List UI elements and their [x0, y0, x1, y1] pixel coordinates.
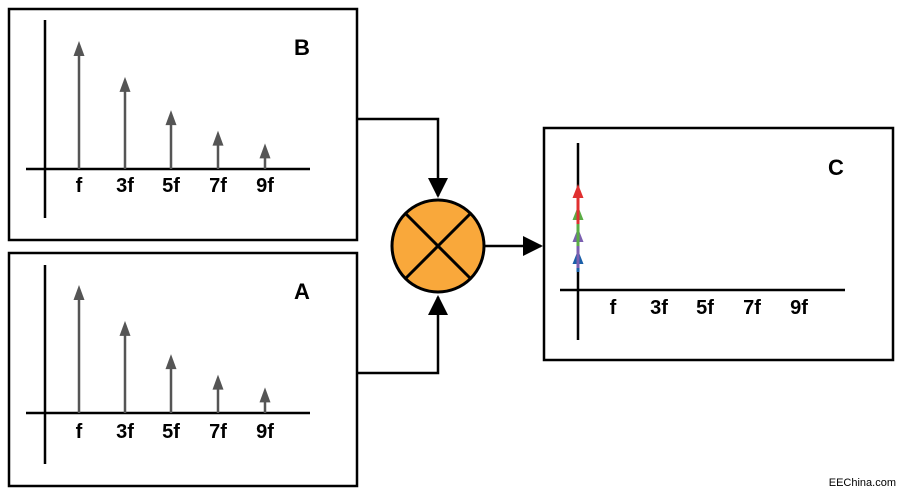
tick-label: 7f — [209, 421, 227, 443]
tick-label: 3f — [116, 421, 134, 443]
input-connectors — [357, 117, 448, 375]
panel-c-frame — [542, 126, 895, 362]
tick-label: 9f — [256, 175, 274, 197]
watermark: EEChina.com — [829, 477, 896, 489]
tick-label: 3f — [116, 175, 134, 197]
panel-b-label: B — [294, 35, 310, 60]
tick-label: 7f — [209, 175, 227, 197]
tick-label: 5f — [162, 421, 180, 443]
spectral-line-arrowhead — [119, 76, 131, 92]
tick-label: 9f — [256, 421, 274, 443]
panel-c-tick-labels: f 3f 5f 7f 9f — [610, 297, 809, 319]
tick-label: 3f — [650, 297, 668, 319]
panel-b: B f 3f 5f 7f 9f — [7, 7, 359, 242]
spectral-line-arrowhead — [73, 285, 85, 300]
spectral-line-arrowhead — [212, 374, 224, 390]
spectral-line-arrowhead — [259, 387, 271, 403]
tick-label: 5f — [696, 297, 714, 319]
mixer-symbol — [390, 198, 486, 294]
mixer-cross-line — [404, 212, 472, 280]
spectral-line-arrowhead — [165, 110, 177, 126]
connector-a-to-mixer — [357, 295, 448, 375]
panel-b-spectral-lines — [73, 41, 271, 169]
panel-a-tick-labels: f 3f 5f 7f 9f — [76, 421, 275, 443]
panel-c-dc-stack — [572, 184, 584, 272]
spectral-line-arrowhead — [165, 354, 177, 370]
panel-a-spectral-lines — [73, 285, 271, 413]
panel-a-frame — [7, 251, 359, 488]
spectral-line-arrowhead — [119, 320, 131, 336]
tick-label: 5f — [162, 175, 180, 197]
panel-b-frame — [7, 7, 359, 242]
spectral-line-arrowhead — [73, 41, 85, 56]
connector-b-to-mixer — [357, 117, 448, 198]
tick-label: 9f — [790, 297, 808, 319]
panel-a: A f 3f 5f 7f 9f — [7, 251, 359, 488]
tick-label: f — [610, 297, 617, 319]
panel-a-label: A — [294, 279, 310, 304]
tick-label: f — [76, 175, 83, 197]
tick-label: f — [76, 421, 83, 443]
tick-label: 7f — [743, 297, 761, 319]
panel-c: C f 3f 5f 7f 9f — [542, 126, 895, 362]
panel-b-tick-labels: f 3f 5f 7f 9f — [76, 175, 275, 197]
panel-c-label: C — [828, 155, 844, 180]
dc-component-arrowhead — [572, 184, 584, 198]
spectral-line-arrowhead — [259, 143, 271, 159]
spectral-line-arrowhead — [212, 130, 224, 146]
